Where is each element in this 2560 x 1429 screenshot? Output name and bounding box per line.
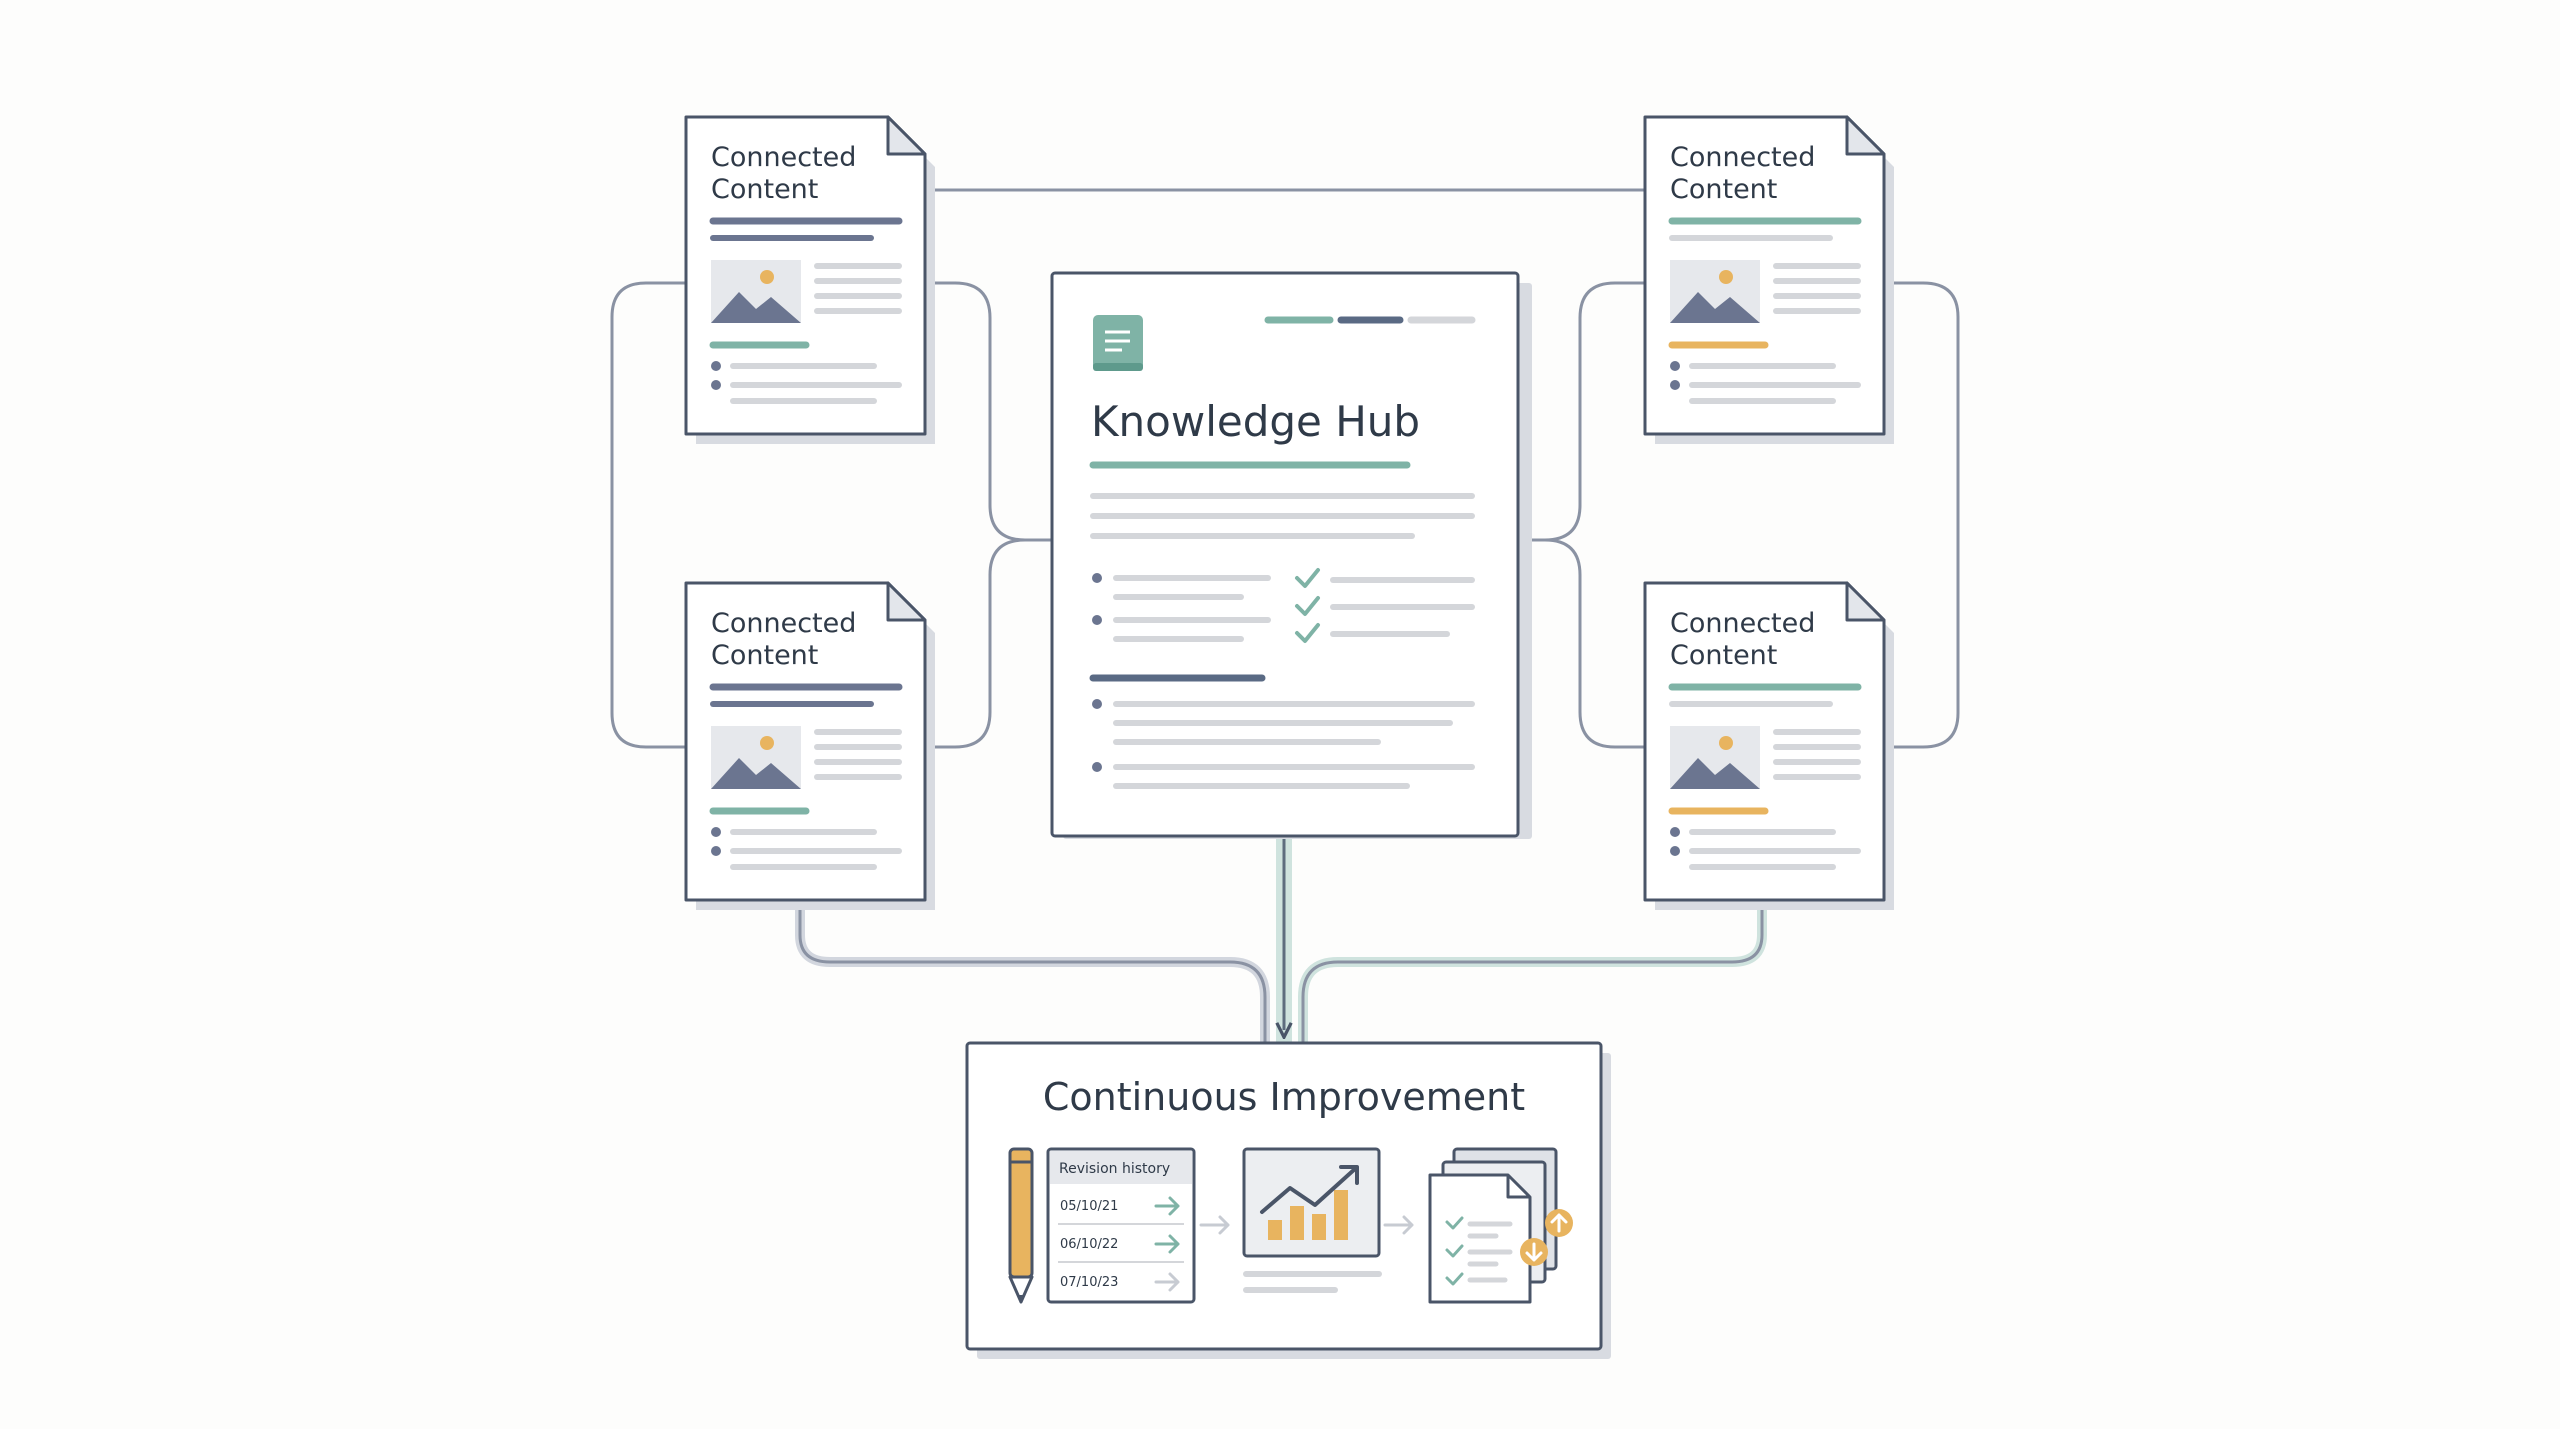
connector-right-inner	[1518, 281, 1645, 749]
card-bullet	[1670, 361, 1680, 371]
card-bullet	[711, 380, 721, 390]
image-icon	[1670, 726, 1760, 789]
image-icon	[711, 260, 801, 323]
revision-history-panel: Revision history 05/10/21 06/10/22 07/10…	[1046, 1147, 1196, 1304]
card-bullet	[1670, 846, 1680, 856]
card-title-line: Connected	[711, 142, 856, 173]
hub-checklist	[1295, 568, 1475, 643]
card-title-line: Connected	[1670, 608, 1815, 639]
card-title-line: Content	[1670, 640, 1777, 671]
check-icon	[1295, 568, 1320, 643]
card-title-line: Content	[711, 640, 818, 671]
knowledge-hub-card: Knowledge Hub	[1050, 271, 1532, 839]
connectors	[610, 188, 1960, 749]
revision-entry: 05/10/21	[1060, 1199, 1118, 1214]
flow-right-outer	[1298, 900, 1767, 1043]
card-title-line: Connected	[711, 608, 856, 639]
improvement-title: Continuous Improvement	[1043, 1075, 1525, 1119]
hub-title: Knowledge Hub	[1091, 397, 1420, 446]
card-bullet	[711, 846, 721, 856]
connector-right-outer	[1883, 281, 1960, 749]
card-title-line: Content	[711, 174, 818, 205]
image-icon	[711, 726, 801, 789]
step-arrow-icon	[1199, 1215, 1414, 1235]
flow-connectors	[795, 837, 1767, 1043]
card-title-line: Content	[1670, 174, 1777, 205]
pencil-icon	[1008, 1147, 1034, 1304]
arrow-right-icon	[1154, 1196, 1180, 1292]
card-bullet	[1670, 827, 1680, 837]
revision-entry: 07/10/23	[1060, 1275, 1118, 1290]
connector-left-outer	[610, 281, 686, 749]
hub-bullet-list	[1092, 573, 1271, 642]
flow-left-outer	[795, 900, 1270, 1043]
image-icon	[1670, 260, 1760, 323]
flow-left-inner	[798, 900, 1267, 1043]
card-title-line: Connected	[1670, 142, 1815, 173]
checklist-icon	[1428, 1147, 1558, 1304]
hub-paragraph	[1090, 493, 1475, 539]
hub-lower-list	[1092, 699, 1475, 789]
chart-icon	[1242, 1147, 1382, 1293]
card-bullet	[711, 361, 721, 371]
card-bullet	[1670, 380, 1680, 390]
revision-header: Revision history	[1059, 1161, 1170, 1177]
card-bullet	[711, 827, 721, 837]
content-cards: ConnectedContentConnectedContentConnecte…	[684, 115, 1894, 910]
sync-icon	[1520, 1209, 1573, 1266]
revision-entry: 06/10/22	[1060, 1237, 1118, 1252]
connector-left-inner	[925, 281, 1052, 749]
continuous-improvement-card: Continuous Improvement Revision history …	[965, 1041, 1611, 1359]
flow-right-inner	[1301, 900, 1764, 1043]
book-icon	[1093, 315, 1143, 371]
